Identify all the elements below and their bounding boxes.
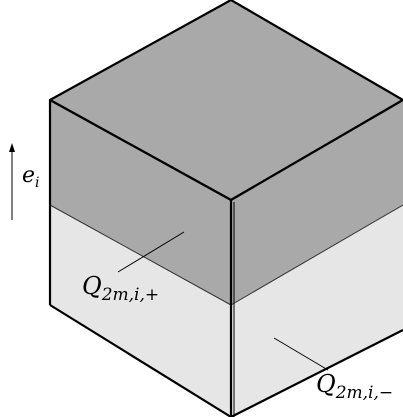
axis-arrow-head [9, 143, 15, 152]
lower-region-label: Q2m,i,− [316, 370, 393, 403]
upper-right-face [231, 100, 403, 305]
mid-divider-left [49, 204, 232, 306]
lower-region-label-base: Q [316, 370, 336, 398]
upper-region-label-base: Q [82, 272, 102, 300]
axis-label-subscript: i [35, 175, 39, 191]
bottom-left-edge [49, 304, 232, 417]
lower-label-leader [273, 337, 329, 371]
upper-region-label: Q2m,i,+ [82, 272, 159, 305]
lower-right-face [231, 205, 403, 417]
upper-label-leader [117, 231, 185, 273]
upper-left-face [50, 100, 231, 305]
bottom-right-edge [230, 329, 403, 417]
top-front-left-edge [49, 99, 232, 201]
lower-region-label-subscript: 2m,i,− [335, 383, 393, 403]
axis-label-base: e [22, 163, 35, 188]
top-front-right-edge [230, 99, 403, 201]
mid-divider-right [230, 204, 403, 306]
lower-left-face [50, 205, 231, 417]
upper-region-label-subscript: 2m,i,+ [101, 285, 159, 305]
axis-label: ei [22, 163, 40, 191]
